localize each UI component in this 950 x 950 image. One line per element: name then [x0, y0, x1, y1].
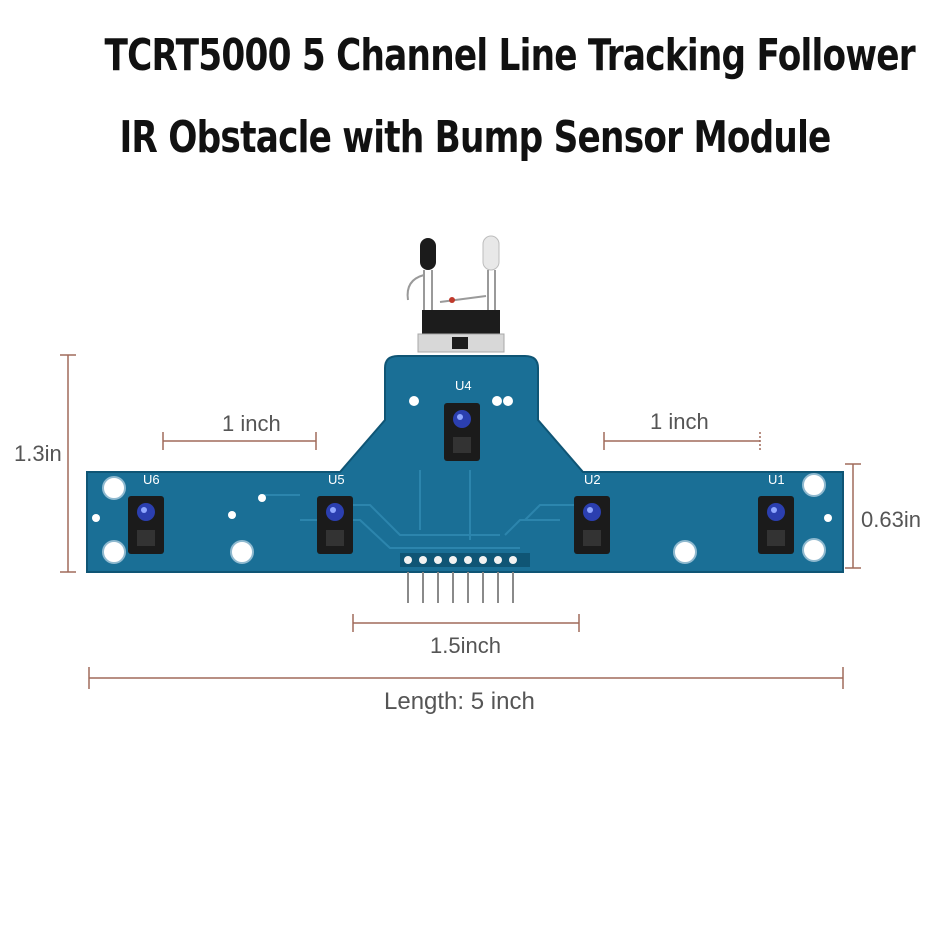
sensor-label-u4: U4 — [455, 378, 472, 393]
sensor-u5: U5 — [317, 472, 353, 554]
sensor-label-u2: U2 — [584, 472, 601, 487]
bump-switch — [406, 235, 505, 353]
board-height-label: 0.63in — [861, 507, 921, 532]
title-line-1: TCRT5000 5 Channel Line Tracking Followe… — [104, 30, 916, 81]
dimension-lines — [60, 354, 861, 689]
pin-header — [400, 553, 530, 603]
sensor-spacing-left-label: 1 inch — [222, 411, 281, 436]
sensor-label-u5: U5 — [328, 472, 345, 487]
sensor-u1: U1 — [758, 472, 794, 554]
height-total-label: 1.3in — [14, 441, 62, 466]
length-label: Length: 5 inch — [384, 688, 535, 715]
sensor-spacing-right-label: 1 inch — [650, 409, 709, 434]
sensor-u2: U2 — [574, 472, 610, 554]
sensor-u6: U6 — [128, 472, 164, 554]
title-line-2: IR Obstacle with Bump Sensor Module — [119, 112, 831, 163]
sensor-label-u1: U1 — [768, 472, 785, 487]
sensor-label-u6: U6 — [143, 472, 160, 487]
pcb-board — [86, 355, 844, 603]
sensor-u4: U4 — [444, 378, 480, 461]
header-width-label: 1.5inch — [430, 633, 501, 658]
